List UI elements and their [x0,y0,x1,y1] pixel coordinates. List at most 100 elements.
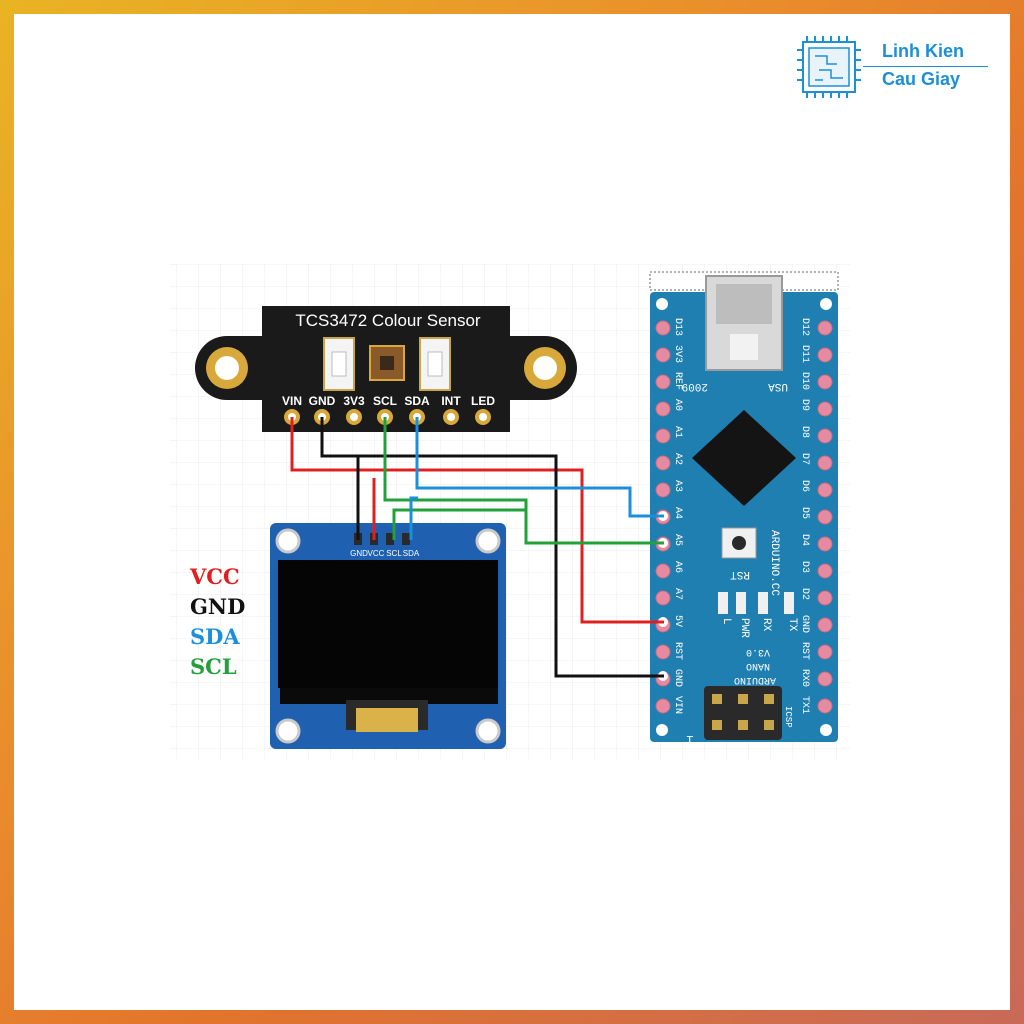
microcontroller-chip [692,410,796,506]
arduino-pin-pad [655,590,671,606]
arduino-pin-label: A2 [672,453,683,465]
arduino-pin-pad [817,617,833,633]
arduino-pin-label: D5 [799,507,810,519]
board-led-label: L [720,618,732,625]
arduino-pin-label: D2 [799,588,810,600]
arduino-pin-pad [817,482,833,498]
arduino-pin-label: A3 [672,480,683,492]
sensor-pin-label: VIN [282,394,302,408]
arduino-pin-label: RX0 [799,669,810,687]
arduino-pin-pad [817,509,833,525]
oled-display-module: GND VCC SCL SDA [270,523,506,749]
legend-scl: SCL [190,654,237,679]
arduino-pin-label: D8 [799,426,810,438]
arduino-pin-label: A6 [672,561,683,573]
arduino-pin-label: A7 [672,588,683,600]
oled-pin-label: SDA [403,549,420,558]
board-name-label: NANO [746,660,770,671]
scl-wire-sensor [383,417,664,545]
arduino-pin-label: D13 [672,318,683,336]
arduino-pin-pad [655,563,671,579]
arduino-pin-label: VIN [672,696,683,714]
arduino-pin-pad [655,320,671,336]
board-led-label: TX [786,618,798,632]
board-usa-label: USA [768,380,788,392]
arduino-pin-pad [817,698,833,714]
arduino-pin-pad [817,536,833,552]
sensor-pin-label: SDA [404,394,430,408]
sensor-pin-labels: VIN GND 3V3 SCL SDA INT LED [282,394,495,408]
pin-one-label: 1 [686,732,694,747]
arduino-pin-pad [655,482,671,498]
arduino-pin-pads [655,320,833,714]
tcs3472-sensor-board: TCS3472 Colour Sensor VIN GND 3V3 SCL SD… [195,306,577,432]
sensor-pin-label: SCL [373,394,397,408]
arduino-pin-label: A5 [672,534,683,546]
arduino-pin-pad [655,374,671,390]
arduino-pin-pad [817,671,833,687]
arduino-pin-label: 3V3 [672,345,683,363]
arduino-pin-label: RST [799,642,810,660]
board-rst-label: RST [730,568,750,580]
legend-gnd: GND [190,594,246,619]
vcc-wire-sensor [290,417,664,624]
arduino-pin-pad [655,644,671,660]
arduino-pin-pad [817,428,833,444]
board-name-label: ARDUINO [734,674,776,685]
arduino-pin-label: D10 [799,372,810,390]
sensor-pin-label: GND [309,394,336,408]
arduino-pin-label: REF [672,372,683,390]
legend-vcc: VCC [190,564,240,589]
arduino-pin-label: D12 [799,318,810,336]
board-led-label: PWR [738,618,750,638]
arduino-pin-label: GND [799,615,810,633]
arduino-pin-label: D7 [799,453,810,465]
brand-name-line1: Linh Kien [882,41,964,61]
reset-button [732,536,746,550]
arduino-pin-label: D3 [799,561,810,573]
arduino-pin-label: D11 [799,345,810,363]
arduino-pin-pad [655,698,671,714]
board-site-label: ARDUINO.CC [768,530,780,596]
arduino-pin-pad [817,401,833,417]
scl-wire-oled [392,508,526,540]
chip-logo-icon [797,36,861,98]
legend-sda: SDA [190,624,240,649]
sda-wire-sensor [415,417,664,518]
icsp-label: ICSP [783,706,793,728]
icsp-header [704,686,782,740]
arduino-pin-label: A0 [672,399,683,411]
color-sensor-chip [369,345,405,381]
arduino-pin-label: 5V [672,615,683,627]
sensor-title: TCS3472 Colour Sensor [295,311,481,330]
brand-divider [863,66,988,67]
oled-pin-label: GND [350,549,368,558]
arduino-pin-label: GND [672,669,683,687]
sensor-pin-label: 3V3 [343,394,365,408]
arduino-pin-label: A4 [672,507,683,519]
arduino-pin-label: A1 [672,426,683,438]
sensor-pin-label: INT [441,394,461,408]
arduino-pin-pad [817,374,833,390]
arduino-pin-pad [655,455,671,471]
gnd-wire-sensor [320,417,664,678]
arduino-pin-pad [817,644,833,660]
board-year-label: 2009 [682,380,708,392]
arduino-pin-pad [817,455,833,471]
arduino-pin-pad [817,590,833,606]
arduino-pin-label: D6 [799,480,810,492]
arduino-pin-pad [817,563,833,579]
arduino-pin-pad [817,320,833,336]
board-led-label: RX [760,618,772,632]
oled-pin-label: SCL [386,549,402,558]
sda-wire-oled [409,496,418,540]
arduino-pin-label: D4 [799,534,810,546]
arduino-pin-label: TX1 [799,696,810,714]
arduino-pin-label: D9 [799,399,810,411]
brand-name-line2: Cau Giay [882,69,961,89]
wires [290,417,664,678]
arduino-pin-pad [817,347,833,363]
oled-pin-label: VCC [368,549,385,558]
